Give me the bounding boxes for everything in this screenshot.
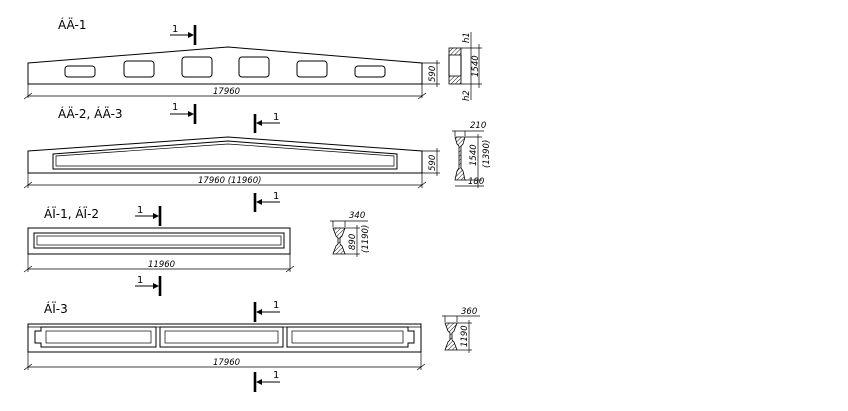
beam-1-openings xyxy=(64,56,386,78)
beam-3-cross-section: 340 890 (1190) xyxy=(330,211,371,257)
beam-2-sec-width: 210 xyxy=(470,121,486,131)
section-mark-label: 1 xyxy=(137,205,143,216)
beam-1-sec-depth: 1540 xyxy=(471,55,481,77)
beam-4-outline xyxy=(27,323,422,353)
section-mark-b4-top: 1 xyxy=(253,300,280,322)
beam-2-sec-depth: 1540 xyxy=(469,144,479,166)
beam-4-cross-section: 360 1190 xyxy=(442,307,480,353)
section-mark-b2-right: 1 xyxy=(253,112,280,133)
section-mark-label: 1 xyxy=(273,112,279,123)
beam-4-length: 17960 xyxy=(213,358,240,368)
beam-3-sec-width: 340 xyxy=(349,211,365,221)
beam-1-sec-h1: h1 xyxy=(462,32,472,43)
beam-4-label: ÁÏ-3 xyxy=(44,301,68,316)
beam-3-length: 11960 xyxy=(148,260,175,270)
beam-3-label: ÁÏ-1, ÁÏ-2 xyxy=(44,206,99,221)
beam-2-label: ÁÄ-2, ÁÄ-3 xyxy=(58,106,123,121)
beam-1-cross-section: h1 1540 h2 xyxy=(448,32,482,101)
beam-1-length: 17960 xyxy=(213,87,240,97)
beam-3-outline xyxy=(27,227,291,255)
beam-3-sec-depth: 890 xyxy=(348,234,358,250)
beam-1-sec-h2: h2 xyxy=(462,90,472,101)
beam-2-length: 17960 (11960) xyxy=(198,176,261,186)
section-mark-label: 1 xyxy=(273,300,279,311)
section-mark-label: 1 xyxy=(273,370,279,381)
beam-2-sec-bottom: 180 xyxy=(468,177,484,187)
section-mark-b3-bottom: 1 xyxy=(135,275,162,296)
section-mark-b1-top: 1 xyxy=(170,24,197,45)
beam-1-outline xyxy=(27,46,423,85)
beam-2-inner-panel xyxy=(52,140,398,170)
section-mark-label: 1 xyxy=(172,102,178,113)
beam-2: ÁÄ-2, ÁÄ-3 1 1 17960 (11960) 590 xyxy=(23,102,492,212)
beam-4-sec-width: 360 xyxy=(461,307,477,317)
beam-3-sec-depth-alt: (1190) xyxy=(361,225,371,253)
beam-3: ÁÏ-1, ÁÏ-2 1 11960 1 340 890 xyxy=(23,205,371,296)
section-mark-b3-top: 1 xyxy=(135,205,162,226)
beam-4-sec-depth: 1190 xyxy=(460,325,470,347)
beam-2-cross-section: 210 1540 (1390) 180 xyxy=(452,121,492,188)
beam-4: ÁÏ-3 1 17960 1 xyxy=(23,300,480,392)
section-mark-b4-bottom: 1 xyxy=(253,370,280,392)
beam-1-height: 590 xyxy=(428,66,438,82)
beam-1: ÁÄ-1 1 17960 590 xyxy=(23,17,482,101)
section-mark-label: 1 xyxy=(172,24,178,35)
section-mark-b2-bottom: 1 xyxy=(253,191,280,212)
section-mark-b2-left: 1 xyxy=(170,102,197,124)
beam-2-outline xyxy=(27,136,423,174)
section-mark-label: 1 xyxy=(137,275,143,286)
beam-2-sec-depth-alt: (1390) xyxy=(482,140,492,168)
beam-4-panels xyxy=(34,326,415,348)
beam-1-label: ÁÄ-1 xyxy=(58,17,86,32)
section-mark-label: 1 xyxy=(273,191,279,202)
beam-3-inner-panel xyxy=(33,232,285,249)
beam-2-height: 590 xyxy=(428,155,438,171)
